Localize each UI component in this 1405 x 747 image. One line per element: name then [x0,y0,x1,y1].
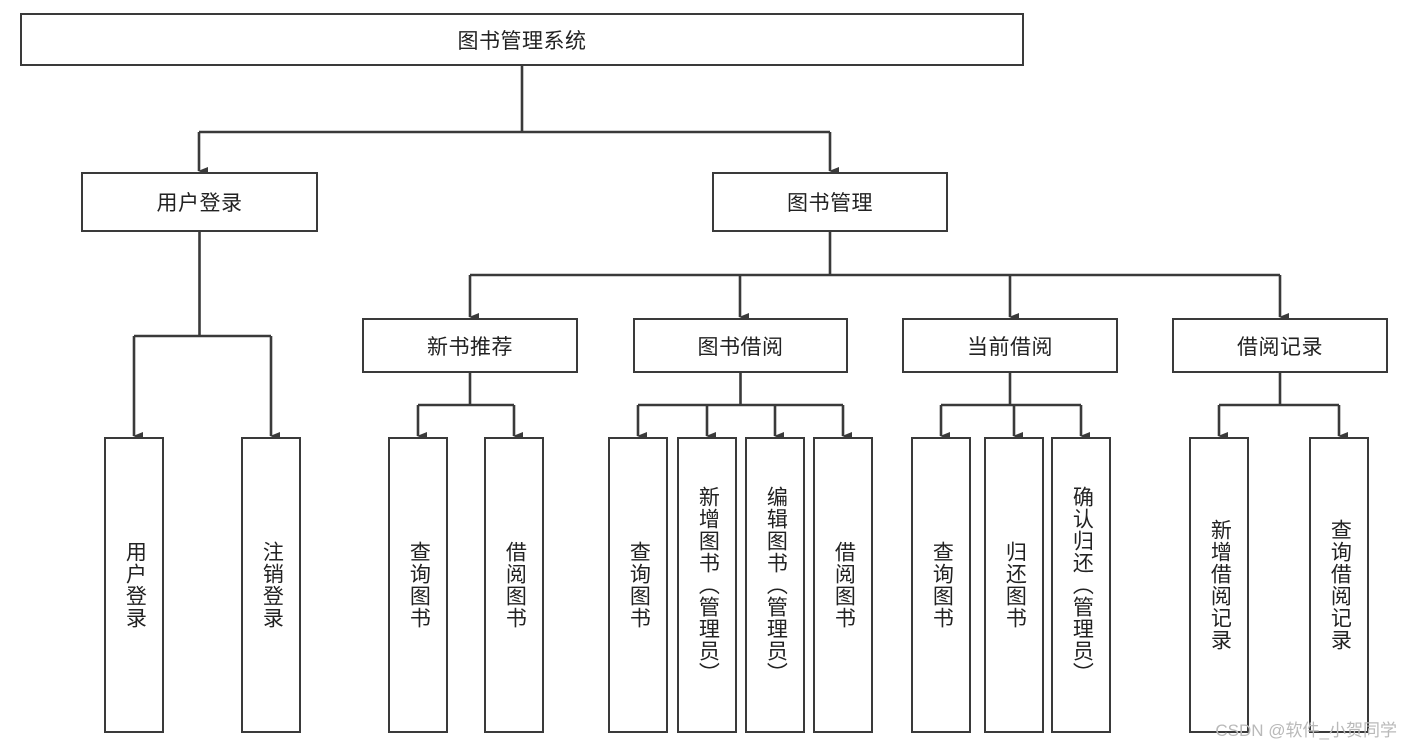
node-leaf-user-login[interactable]: 用户登录 [104,437,164,733]
node-book-borrow[interactable]: 图书借阅 [633,318,848,373]
node-leaf-query-book-3[interactable]: 查询图书 [911,437,971,733]
leaf-label: 查询借阅记录 [1328,519,1352,651]
node-leaf-confirm-return[interactable]: 确认归还（管理员） [1051,437,1111,733]
node-leaf-edit-book[interactable]: 编辑图书（管理员） [745,437,805,733]
leaf-label: 编辑图书（管理员） [764,486,788,684]
leaf-label: 新增借阅记录 [1208,519,1232,651]
node-leaf-query-book-1[interactable]: 查询图书 [388,437,448,733]
leaf-label: 查询图书 [627,541,651,629]
node-new-book-recommend[interactable]: 新书推荐 [362,318,578,373]
node-leaf-query-record[interactable]: 查询借阅记录 [1309,437,1369,733]
node-book-manage[interactable]: 图书管理 [712,172,948,232]
node-leaf-borrow-book-1[interactable]: 借阅图书 [484,437,544,733]
leaf-label: 借阅图书 [503,541,527,629]
leaf-label: 查询图书 [407,541,431,629]
node-leaf-query-book-2[interactable]: 查询图书 [608,437,668,733]
leaf-label: 确认归还（管理员） [1070,486,1094,684]
leaf-label: 查询图书 [930,541,954,629]
node-root[interactable]: 图书管理系统 [20,13,1024,66]
node-leaf-user-logout[interactable]: 注销登录 [241,437,301,733]
node-leaf-add-book[interactable]: 新增图书（管理员） [677,437,737,733]
leaf-label: 归还图书 [1003,541,1027,629]
watermark-csdn: CSDN @软件_小贺同学 [1215,721,1397,740]
leaf-label: 注销登录 [260,541,284,629]
node-user-login[interactable]: 用户登录 [81,172,318,232]
node-leaf-return-book[interactable]: 归还图书 [984,437,1044,733]
leaf-label: 新增图书（管理员） [696,486,720,684]
node-current-borrow[interactable]: 当前借阅 [902,318,1118,373]
leaf-label: 用户登录 [123,541,147,629]
leaf-label: 借阅图书 [832,541,856,629]
node-borrow-record[interactable]: 借阅记录 [1172,318,1388,373]
node-leaf-add-record[interactable]: 新增借阅记录 [1189,437,1249,733]
node-leaf-borrow-book-2[interactable]: 借阅图书 [813,437,873,733]
